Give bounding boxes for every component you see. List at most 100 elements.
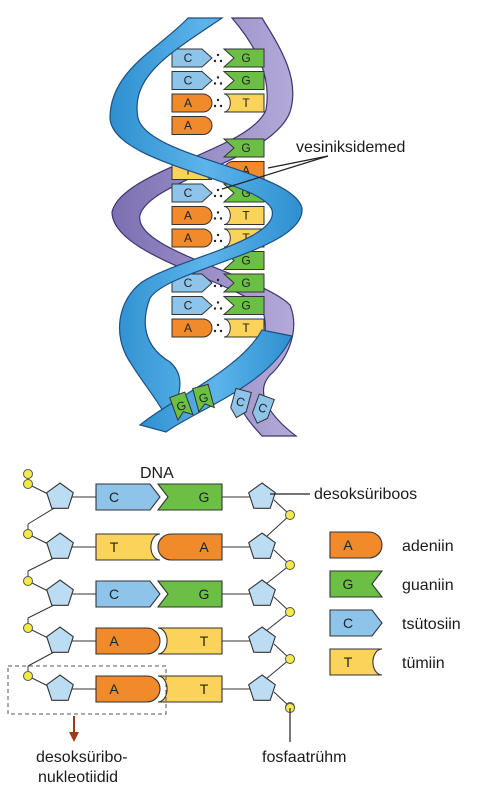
hydrogen-bonds-pointer-2: [267, 155, 329, 169]
ladder-base-a: [95, 675, 161, 703]
helix-base-t: [223, 93, 265, 113]
ladder-base-letter: G: [199, 489, 210, 505]
deoxyribose-left: [46, 482, 74, 509]
helix-base-letter: T: [242, 321, 250, 335]
ladder-base-a: [95, 627, 161, 655]
hydrogen-bonds-pointer-1: [221, 155, 329, 190]
deoxyribose-label: desoksüriboos: [314, 486, 417, 503]
helix-base-letter: G: [241, 141, 250, 155]
ladder-base-g: [156, 580, 223, 608]
hydrogen-bond-dot: [219, 284, 223, 288]
helix-base-c: [171, 273, 213, 293]
helix-base-g: [222, 138, 265, 158]
helix-tail-base: C: [251, 393, 275, 424]
hydrogen-bond-dot: [219, 194, 223, 198]
phosphate-dot: [23, 576, 33, 586]
helix-base-letter: C: [184, 276, 193, 290]
helix-tail-shape: [169, 391, 194, 422]
helix-base-letter: G: [241, 51, 250, 65]
phosphate-dot: [23, 479, 33, 489]
helix-tail-base: C: [230, 387, 252, 419]
helix-tail-letter: C: [235, 394, 247, 410]
helix-base-g: [222, 48, 265, 68]
helix-base-g: [222, 273, 265, 293]
nucleotides-label-line1: desoksüribo-: [36, 749, 128, 766]
ladder-base-t: [95, 533, 161, 561]
phosphate-dot: [23, 469, 33, 479]
legend-label: tümiin: [402, 655, 445, 672]
deoxyribose-right: [248, 532, 276, 559]
ladder-base-letter: T: [200, 681, 209, 697]
helix-base-a: [171, 318, 213, 338]
hydrogen-bond-dot: [219, 307, 223, 310]
helix-base-c: [171, 296, 213, 315]
hydrogen-bond-dot: [216, 278, 220, 282]
nucleotides-label-line2: nukleotiidid: [38, 769, 118, 786]
hydrogen-bond-dot: [213, 104, 217, 108]
helix-base-letter: G: [241, 299, 250, 313]
helix-base-letter: A: [184, 96, 192, 110]
ladder-base-letter: C: [109, 489, 119, 505]
hydrogen-bond-dot: [219, 239, 223, 243]
backbone-link: [27, 556, 57, 572]
helix-tail-letter: G: [175, 398, 189, 414]
helix-base-letter: A: [184, 231, 192, 245]
backbone-link: [27, 603, 57, 619]
backbone-link: [265, 658, 291, 680]
backbone-link: [27, 506, 57, 525]
helix-base-a: [171, 93, 213, 113]
phosphate-dot: [285, 510, 295, 520]
helix-base-letter: C: [184, 74, 193, 88]
helix-base-letter: T: [242, 96, 250, 110]
ladder-base-t: [157, 627, 223, 655]
ladder-base-a: [157, 533, 223, 561]
hydrogen-bond-dot: [216, 53, 220, 57]
hydrogen-bonds-label: vesiniksidemed: [296, 139, 405, 156]
hydrogen-bond-dot: [213, 59, 217, 63]
hydrogen-bond-dot: [216, 98, 220, 102]
helix-base-letter: C: [184, 51, 193, 65]
helix-base-g: [222, 296, 265, 315]
nucleotide-arrow-head: [69, 732, 79, 742]
helix-base-a: [171, 228, 213, 248]
deoxyribose-right: [248, 626, 276, 653]
helix-base-letter: C: [184, 186, 193, 200]
phosphate-dot: [285, 654, 295, 664]
dna-label: DNA: [140, 465, 174, 482]
phosphate-dot: [285, 560, 295, 570]
helix-base-c: [171, 183, 213, 203]
helix-base-g: [222, 71, 265, 90]
deoxyribose-right: [248, 579, 276, 606]
legend-swatch-g: [329, 570, 384, 598]
helix-tail-shape: [230, 387, 252, 419]
legend-label: guaniin: [402, 577, 454, 594]
legend-swatch-a: [329, 531, 383, 559]
deoxyribose-left: [46, 579, 74, 606]
ladder-base-letter: C: [109, 586, 119, 602]
ladder-base-letter: A: [109, 681, 119, 697]
hydrogen-bond-dot: [219, 82, 223, 85]
helix-tail-shape: [192, 383, 216, 413]
phosphate-dot: [285, 607, 295, 617]
legend-label: tsütosiin: [402, 616, 461, 633]
helix-base-t: [223, 318, 265, 338]
phosphate-dot: [23, 623, 33, 633]
hydrogen-bond-dot: [216, 323, 220, 327]
phosphate-dot: [23, 671, 33, 681]
helix-tail-base: G: [169, 391, 194, 422]
legend-letter: G: [343, 576, 354, 592]
helix-base-letter: C: [184, 299, 193, 313]
hydrogen-bond-dot: [213, 239, 217, 243]
hydrogen-bond-dot: [216, 188, 220, 192]
phosphate-label: fosfaatrühm: [262, 749, 346, 766]
hydrogen-bond-dot: [219, 104, 223, 108]
hydrogen-bond-dot: [216, 233, 220, 237]
hydrogen-bond-dot: [216, 211, 220, 214]
hydrogen-bond-dot: [213, 217, 217, 220]
deoxyribose-left: [46, 626, 74, 653]
backbone-link: [27, 650, 57, 667]
